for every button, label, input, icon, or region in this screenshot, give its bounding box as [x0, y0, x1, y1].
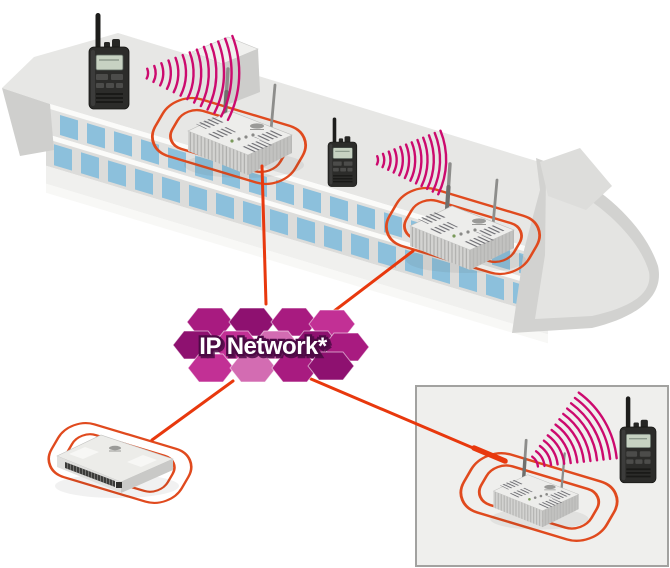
ship-hull [46, 104, 548, 344]
ship-bow-inner [535, 176, 650, 319]
ship-window [162, 176, 180, 204]
signal-waves-remote [531, 391, 618, 468]
ship-window [168, 147, 186, 173]
ship-window [54, 144, 72, 171]
ship-window [216, 192, 234, 220]
ship-window [357, 204, 375, 230]
network-label: IP Network* [199, 333, 328, 360]
ship-window [303, 187, 321, 214]
ship-window [330, 196, 348, 222]
ship-window [81, 152, 99, 179]
ship-window [378, 241, 396, 268]
ship-window [108, 160, 126, 187]
signal-waves-1 [145, 34, 241, 122]
ship-window [324, 225, 342, 252]
ship-window [243, 200, 261, 228]
ship-window [351, 233, 369, 260]
ship-stern [2, 88, 54, 156]
ship-window [135, 168, 153, 195]
signal-waves-2 [375, 129, 448, 196]
ship-window [189, 184, 207, 212]
ship-bow-deck [540, 148, 612, 210]
connection-line-ap1-network [260, 164, 268, 306]
ship-window [114, 131, 132, 157]
network-label-shadow: IP Network* [201, 335, 330, 362]
ship-window [270, 209, 288, 236]
connection-line-ap2-network [319, 249, 415, 323]
ship-window [297, 217, 315, 244]
ship-window [60, 115, 78, 141]
hull-bottom [46, 165, 548, 335]
ship-window [486, 273, 504, 301]
connection-line-network-controller [150, 379, 235, 442]
ship-window [276, 179, 294, 206]
ip-network-cloud: IP Network* IP Network* [172, 307, 370, 383]
ship-window [87, 123, 105, 149]
handheld-radio-1 [88, 12, 130, 110]
